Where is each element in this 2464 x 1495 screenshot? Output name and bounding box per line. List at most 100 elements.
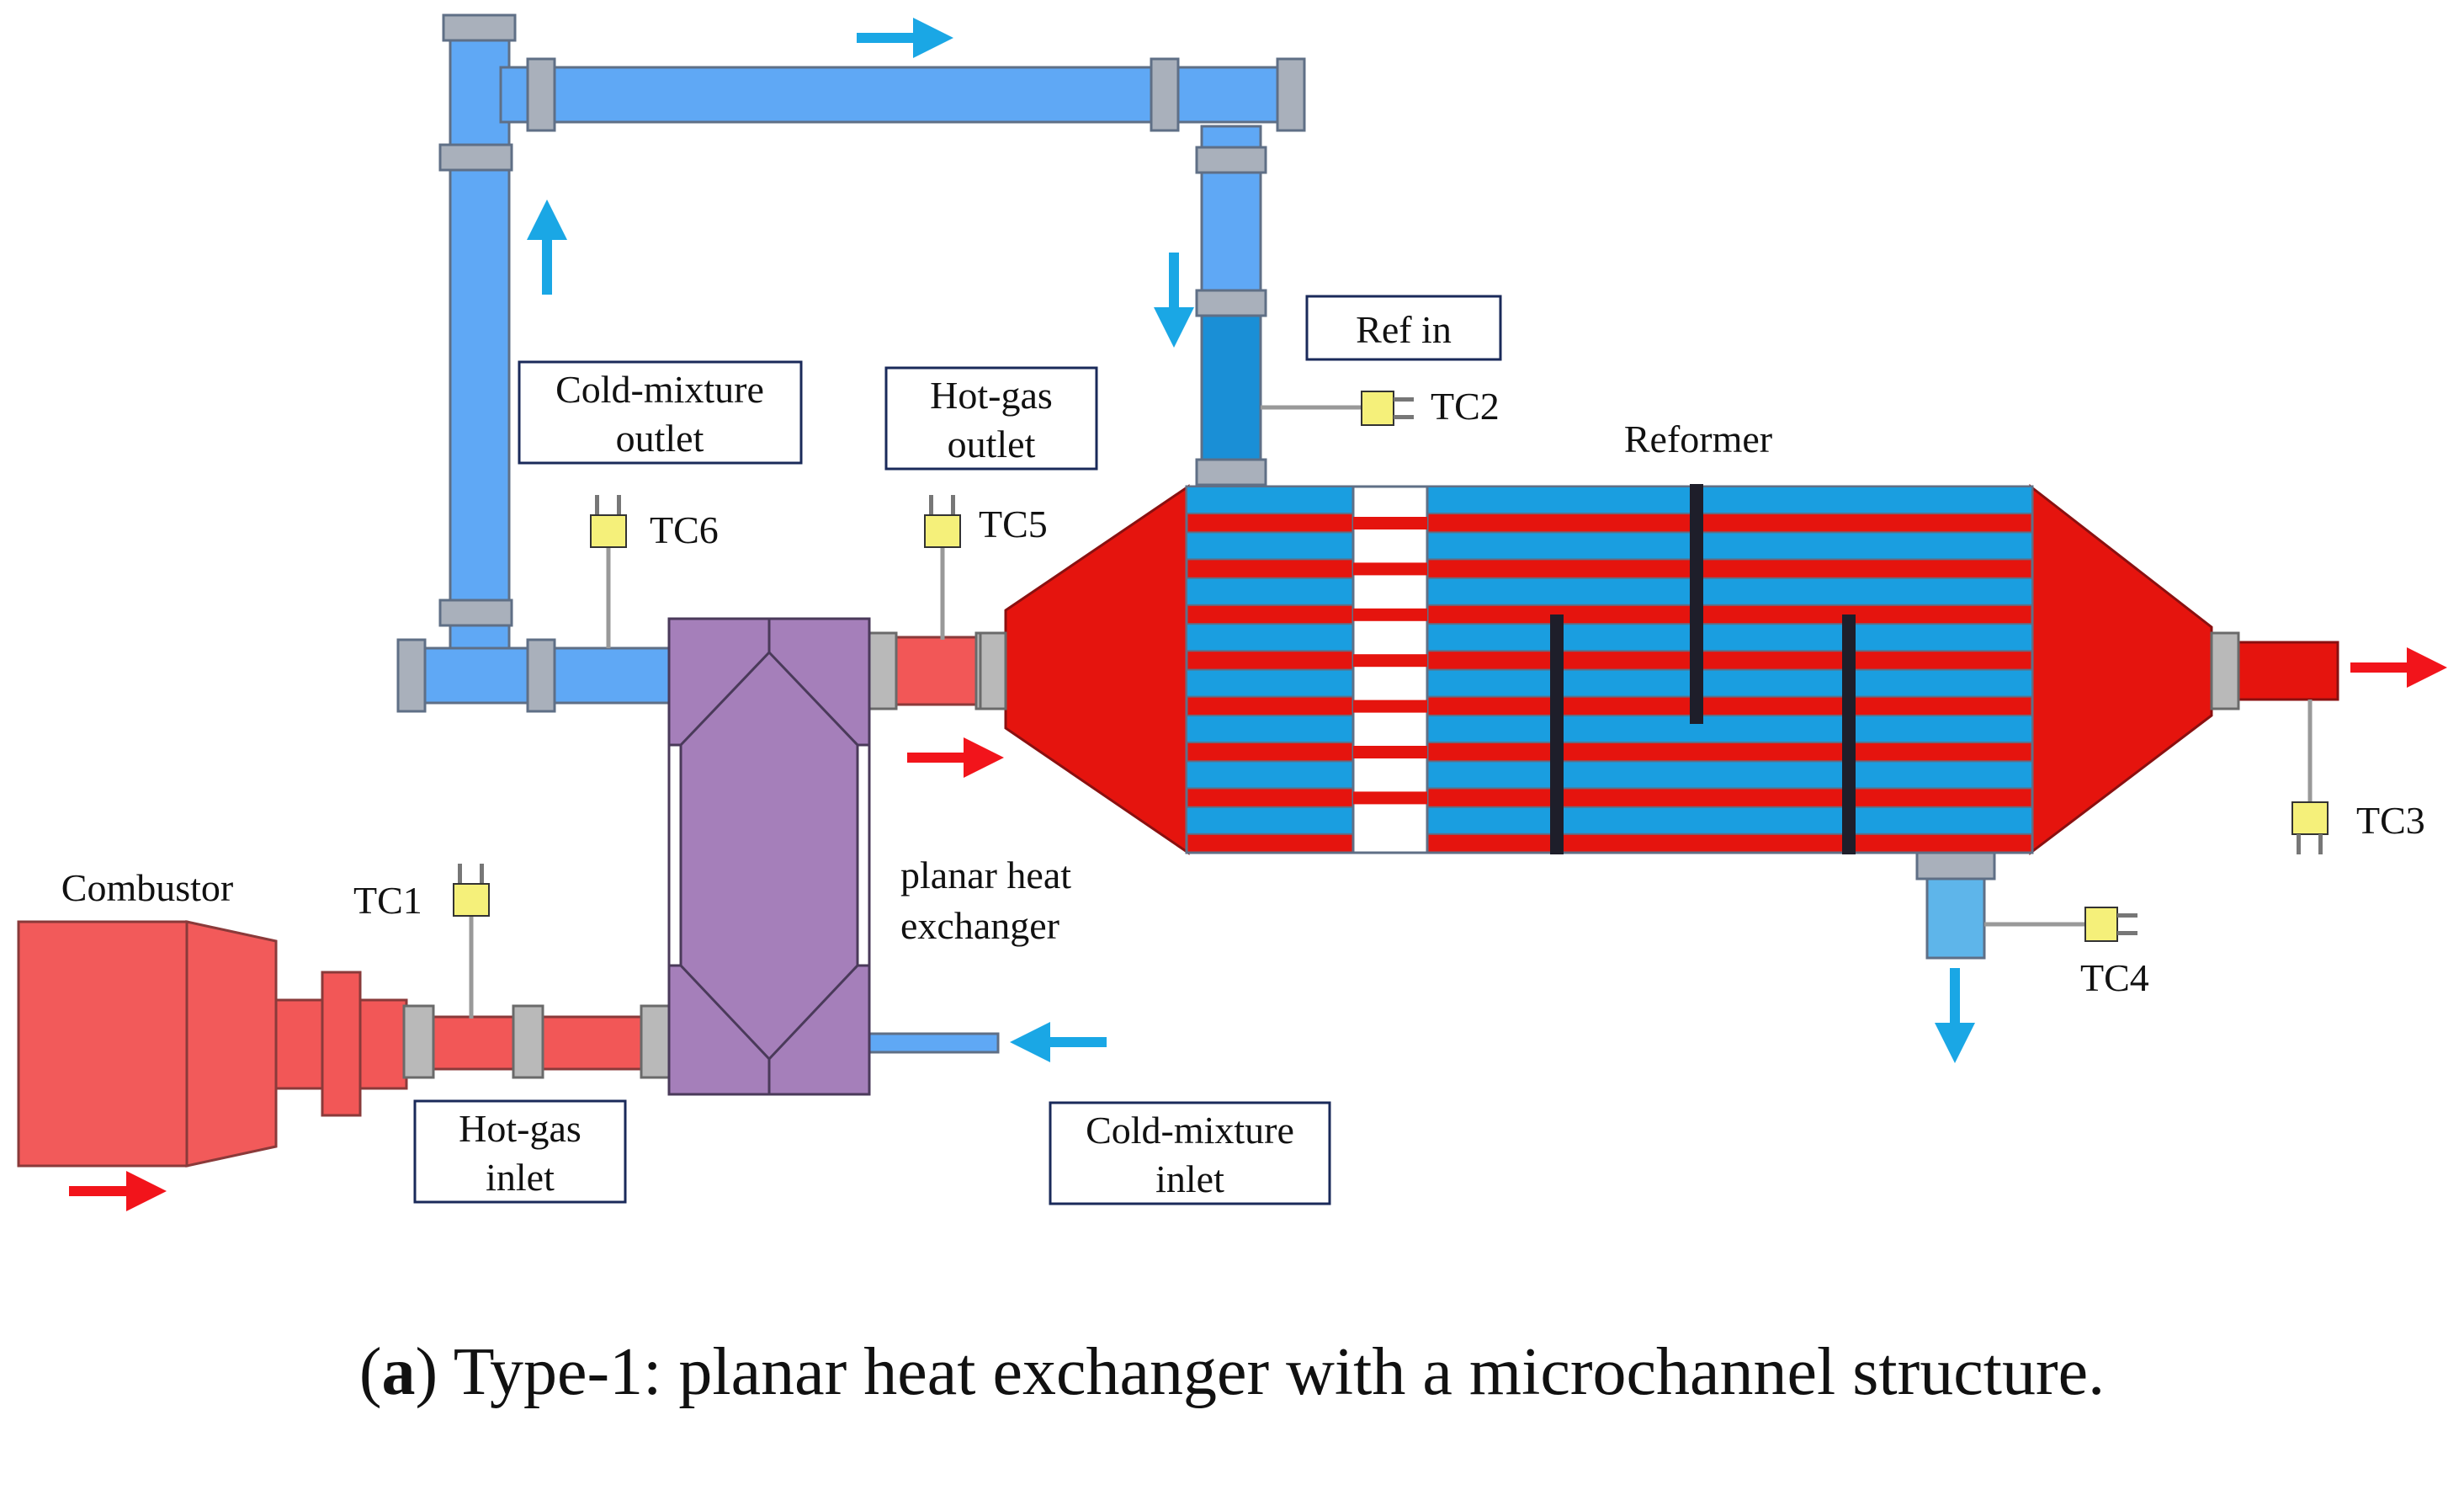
- flange: [438, 143, 513, 172]
- label-line: Cold-mixture: [1086, 1109, 1294, 1152]
- cold-channel-layer: [1186, 577, 2033, 606]
- hot-gas-outlet-label: Hot-gas outlet: [884, 366, 1098, 471]
- probe-pin: [2297, 834, 2301, 854]
- figure-caption: (a) Type-1: planar heat exchanger with a…: [358, 1335, 2106, 1409]
- exchanger-window-right: [856, 743, 871, 967]
- cold-channel-layer: [1186, 806, 2033, 835]
- baffle: [1842, 614, 1856, 854]
- tc1-label: TC1: [353, 879, 422, 922]
- tc4-label: TC4: [2080, 956, 2149, 999]
- label-line: inlet: [486, 1156, 555, 1199]
- thermocouple-connector: [453, 883, 490, 917]
- label-box: [413, 1099, 627, 1204]
- label-line: inlet: [1155, 1157, 1224, 1200]
- combustor-neck-2: [358, 998, 408, 1090]
- probe-pin: [1394, 397, 1414, 402]
- thermocouple-connector: [924, 514, 961, 548]
- label-box: [1049, 1101, 1331, 1205]
- thermocouple-tc4: [1984, 907, 2137, 942]
- cold-mixture-piping: [402, 28, 1289, 1054]
- window-hot-channel: [1353, 700, 1427, 713]
- cold-mixture-outlet-label: Cold-mixture outlet: [518, 360, 803, 465]
- baffle: [1690, 484, 1703, 724]
- ref-in-pipe-section: [1200, 306, 1262, 473]
- thermocouple-tc1: [453, 864, 490, 1019]
- combustor-body: [17, 920, 189, 1168]
- tc6-label: TC6: [650, 508, 719, 551]
- thermocouple-connector: [2291, 801, 2329, 835]
- window-hot-channel: [1353, 654, 1427, 668]
- flange: [396, 638, 427, 713]
- caption-letter: a: [381, 1335, 416, 1409]
- flange: [402, 1004, 435, 1079]
- hot-gas-inlet-label: Hot-gas inlet: [413, 1099, 627, 1204]
- flange: [438, 599, 513, 627]
- planar-heat-exchanger: [667, 617, 871, 1096]
- cold-channel-layer: [1186, 531, 2033, 561]
- probe-pin: [2117, 931, 2137, 935]
- flange: [1195, 289, 1267, 317]
- window-hot-channel: [1353, 608, 1427, 621]
- flange: [442, 13, 517, 42]
- label-line: outlet: [616, 417, 704, 460]
- thermocouple-tc2: [1261, 391, 1414, 426]
- label-box: [518, 360, 803, 465]
- label-box: [884, 366, 1098, 471]
- exchanger-channel: [679, 619, 771, 1094]
- tc5-label: TC5: [979, 503, 1048, 545]
- label-line: Hot-gas: [930, 374, 1053, 417]
- flow-arrows: [69, 18, 2447, 1211]
- flange: [1915, 849, 1996, 881]
- label-box: [1305, 295, 1502, 361]
- planar-heat-exchanger-label-line2: exchanger: [900, 904, 1059, 947]
- ref-in-label: Ref in: [1305, 295, 1502, 361]
- probe-pin: [1394, 415, 1414, 419]
- cold-channel-layer: [1186, 486, 2033, 514]
- reformer-outlet-cone: [2029, 483, 2213, 856]
- cold-channel-layer: [1186, 760, 2033, 790]
- flange: [865, 631, 898, 710]
- probe-pin: [458, 864, 462, 889]
- window-hot-channel: [1353, 791, 1427, 805]
- microchannels: [1186, 486, 2033, 835]
- label-line: Ref in: [1356, 308, 1452, 351]
- thermocouple-connector: [590, 514, 627, 548]
- flange: [1276, 57, 1306, 132]
- exchanger-window-left: [667, 743, 682, 967]
- thermocouple-tc3: [2291, 700, 2329, 854]
- probe-pin: [2318, 834, 2323, 854]
- flange: [640, 1004, 672, 1079]
- probe-pin: [951, 495, 955, 520]
- flange: [526, 57, 556, 132]
- combustor-label: Combustor: [61, 866, 233, 909]
- label-line: outlet: [948, 423, 1036, 466]
- combustor-flange: [321, 971, 362, 1117]
- flange: [1150, 57, 1180, 132]
- cold-mixture-inlet-tube: [865, 1032, 1000, 1054]
- flange: [2210, 631, 2240, 710]
- probe-pin: [595, 495, 599, 520]
- probe-pin: [2117, 913, 2137, 918]
- exchanger-channel: [767, 651, 859, 1061]
- thermocouple-connector: [1361, 391, 1394, 426]
- exchanger-body: [667, 617, 871, 1096]
- reformer: [979, 483, 2339, 856]
- combustor-nozzle: [185, 920, 278, 1168]
- flange: [1195, 458, 1267, 487]
- flange: [526, 638, 556, 713]
- label-line: Cold-mixture: [555, 368, 764, 411]
- thermocouple-tc6: [590, 495, 627, 648]
- cold-channel-layer: [1186, 715, 2033, 743]
- caption-text: Type-1: planar heat exchanger with a mic…: [453, 1335, 2106, 1409]
- window-hot-channel: [1353, 517, 1427, 529]
- baffle: [1550, 614, 1564, 854]
- flange: [512, 1004, 544, 1079]
- thermocouple-tc5: [924, 495, 961, 640]
- cold-channel-layer: [1186, 623, 2033, 652]
- window-hot-channel: [1353, 562, 1427, 576]
- reformer-label: Reformer: [1624, 418, 1772, 460]
- window-hot-channel: [1353, 746, 1427, 758]
- probe-pin: [617, 495, 621, 520]
- tc2-label: TC2: [1431, 385, 1500, 428]
